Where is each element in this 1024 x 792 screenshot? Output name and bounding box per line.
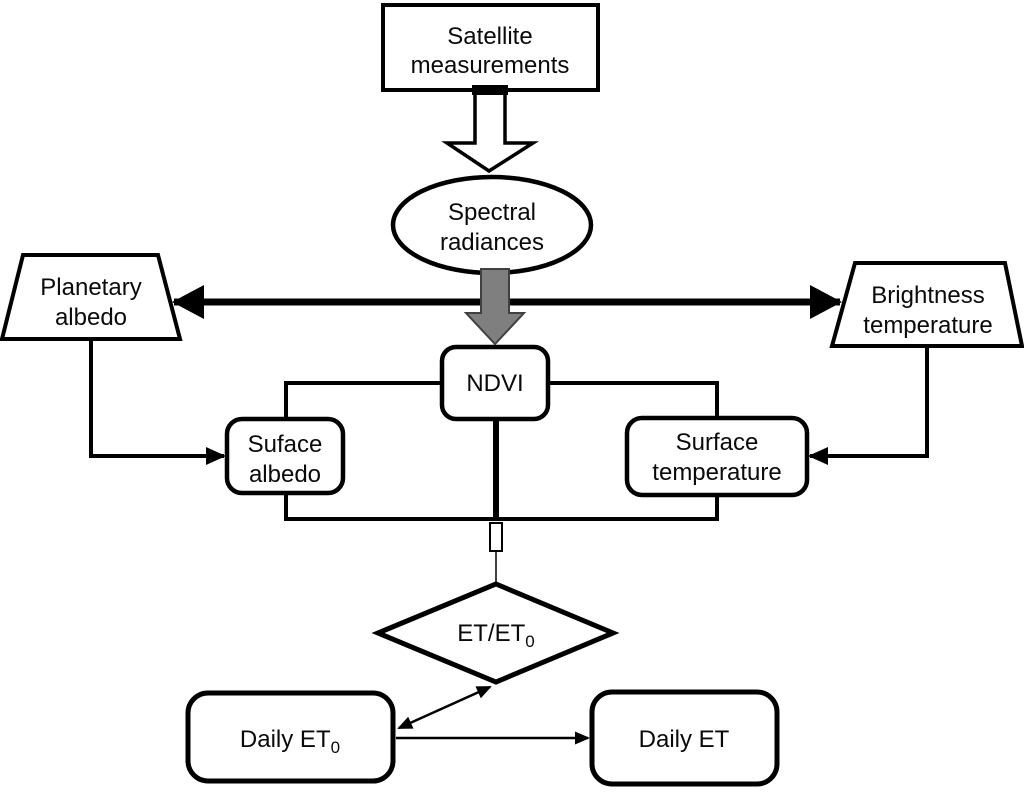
daily-et-label: Daily ET bbox=[639, 726, 730, 753]
edge-satellite-to-spectral bbox=[441, 85, 540, 174]
edge-et-ratio-daily-et0 bbox=[397, 685, 492, 730]
hollow-connector-segment bbox=[489, 522, 503, 552]
edge-spectral-to-ndvi-gray-arrow bbox=[463, 268, 527, 346]
node-ndvi: NDVI bbox=[439, 344, 551, 422]
satellite-measurements-label-line1: Satellite bbox=[447, 23, 532, 50]
edge-junction-to-et-ratio bbox=[489, 522, 503, 585]
spectral-radiances-label-line1: Spectral bbox=[448, 199, 536, 226]
bracket-line bbox=[284, 381, 719, 521]
node-satellite-measurements: Satellite measurements bbox=[381, 3, 600, 92]
node-daily-et: Daily ET bbox=[589, 689, 780, 787]
planetary-albedo-label-line1: Planetary bbox=[40, 274, 141, 301]
satellite-measurements-box bbox=[381, 3, 600, 92]
ndvi-box bbox=[439, 344, 551, 422]
node-daily-et0: Daily ET0 bbox=[185, 690, 396, 784]
surface-albedo-label-line2: albedo bbox=[249, 461, 321, 488]
hollow-block-arrow bbox=[441, 86, 540, 174]
brightness-temperature-label-line1: Brightness bbox=[871, 282, 984, 309]
node-surface-albedo: Suface albedo bbox=[224, 416, 346, 496]
surface-temperature-label-line2: temperature bbox=[652, 459, 781, 486]
node-planetary-albedo: Planetary albedo bbox=[0, 253, 183, 341]
et-ratio-label: ET/ET0 bbox=[457, 620, 534, 651]
brightness-temperature-label-line2: temperature bbox=[863, 312, 992, 339]
node-et-ratio-decision: ET/ET0 bbox=[371, 581, 620, 685]
surface-albedo-box bbox=[224, 416, 346, 496]
planetary-albedo-trapezoid bbox=[0, 253, 183, 341]
surface-albedo-label-line1: Suface bbox=[248, 431, 323, 458]
brightness-temperature-trapezoid bbox=[829, 261, 1024, 348]
node-spectral-radiances: Spectral radiances bbox=[390, 174, 594, 276]
daily-et0-label: Daily ET0 bbox=[240, 726, 340, 757]
edge-planetary-to-surface-albedo bbox=[89, 337, 226, 465]
et-ratio-diamond bbox=[371, 581, 620, 685]
edge-brightness-to-surface-temperature bbox=[808, 344, 929, 465]
et-ratio-label-main: ET/ET bbox=[457, 620, 525, 647]
daily-et0-label-main: Daily ET bbox=[240, 726, 331, 753]
daily-et-box bbox=[589, 689, 780, 787]
daily-et0-label-subscript: 0 bbox=[331, 738, 340, 757]
satellite-measurements-label-line2: measurements bbox=[411, 52, 570, 79]
ndvi-junction-bracket bbox=[284, 381, 719, 521]
ndvi-label: NDVI bbox=[466, 370, 523, 397]
surface-temperature-box bbox=[624, 415, 810, 498]
planetary-albedo-label-line2: albedo bbox=[55, 304, 127, 331]
node-brightness-temperature: Brightness temperature bbox=[829, 261, 1024, 348]
surface-temperature-label-line1: Surface bbox=[676, 429, 759, 456]
daily-et0-box bbox=[185, 690, 396, 784]
node-surface-temperature: Surface temperature bbox=[624, 415, 810, 498]
hollow-arrow-cap bbox=[472, 85, 508, 95]
spectral-radiances-label-line2: radiances bbox=[440, 229, 544, 256]
et-ratio-label-subscript: 0 bbox=[525, 632, 534, 651]
